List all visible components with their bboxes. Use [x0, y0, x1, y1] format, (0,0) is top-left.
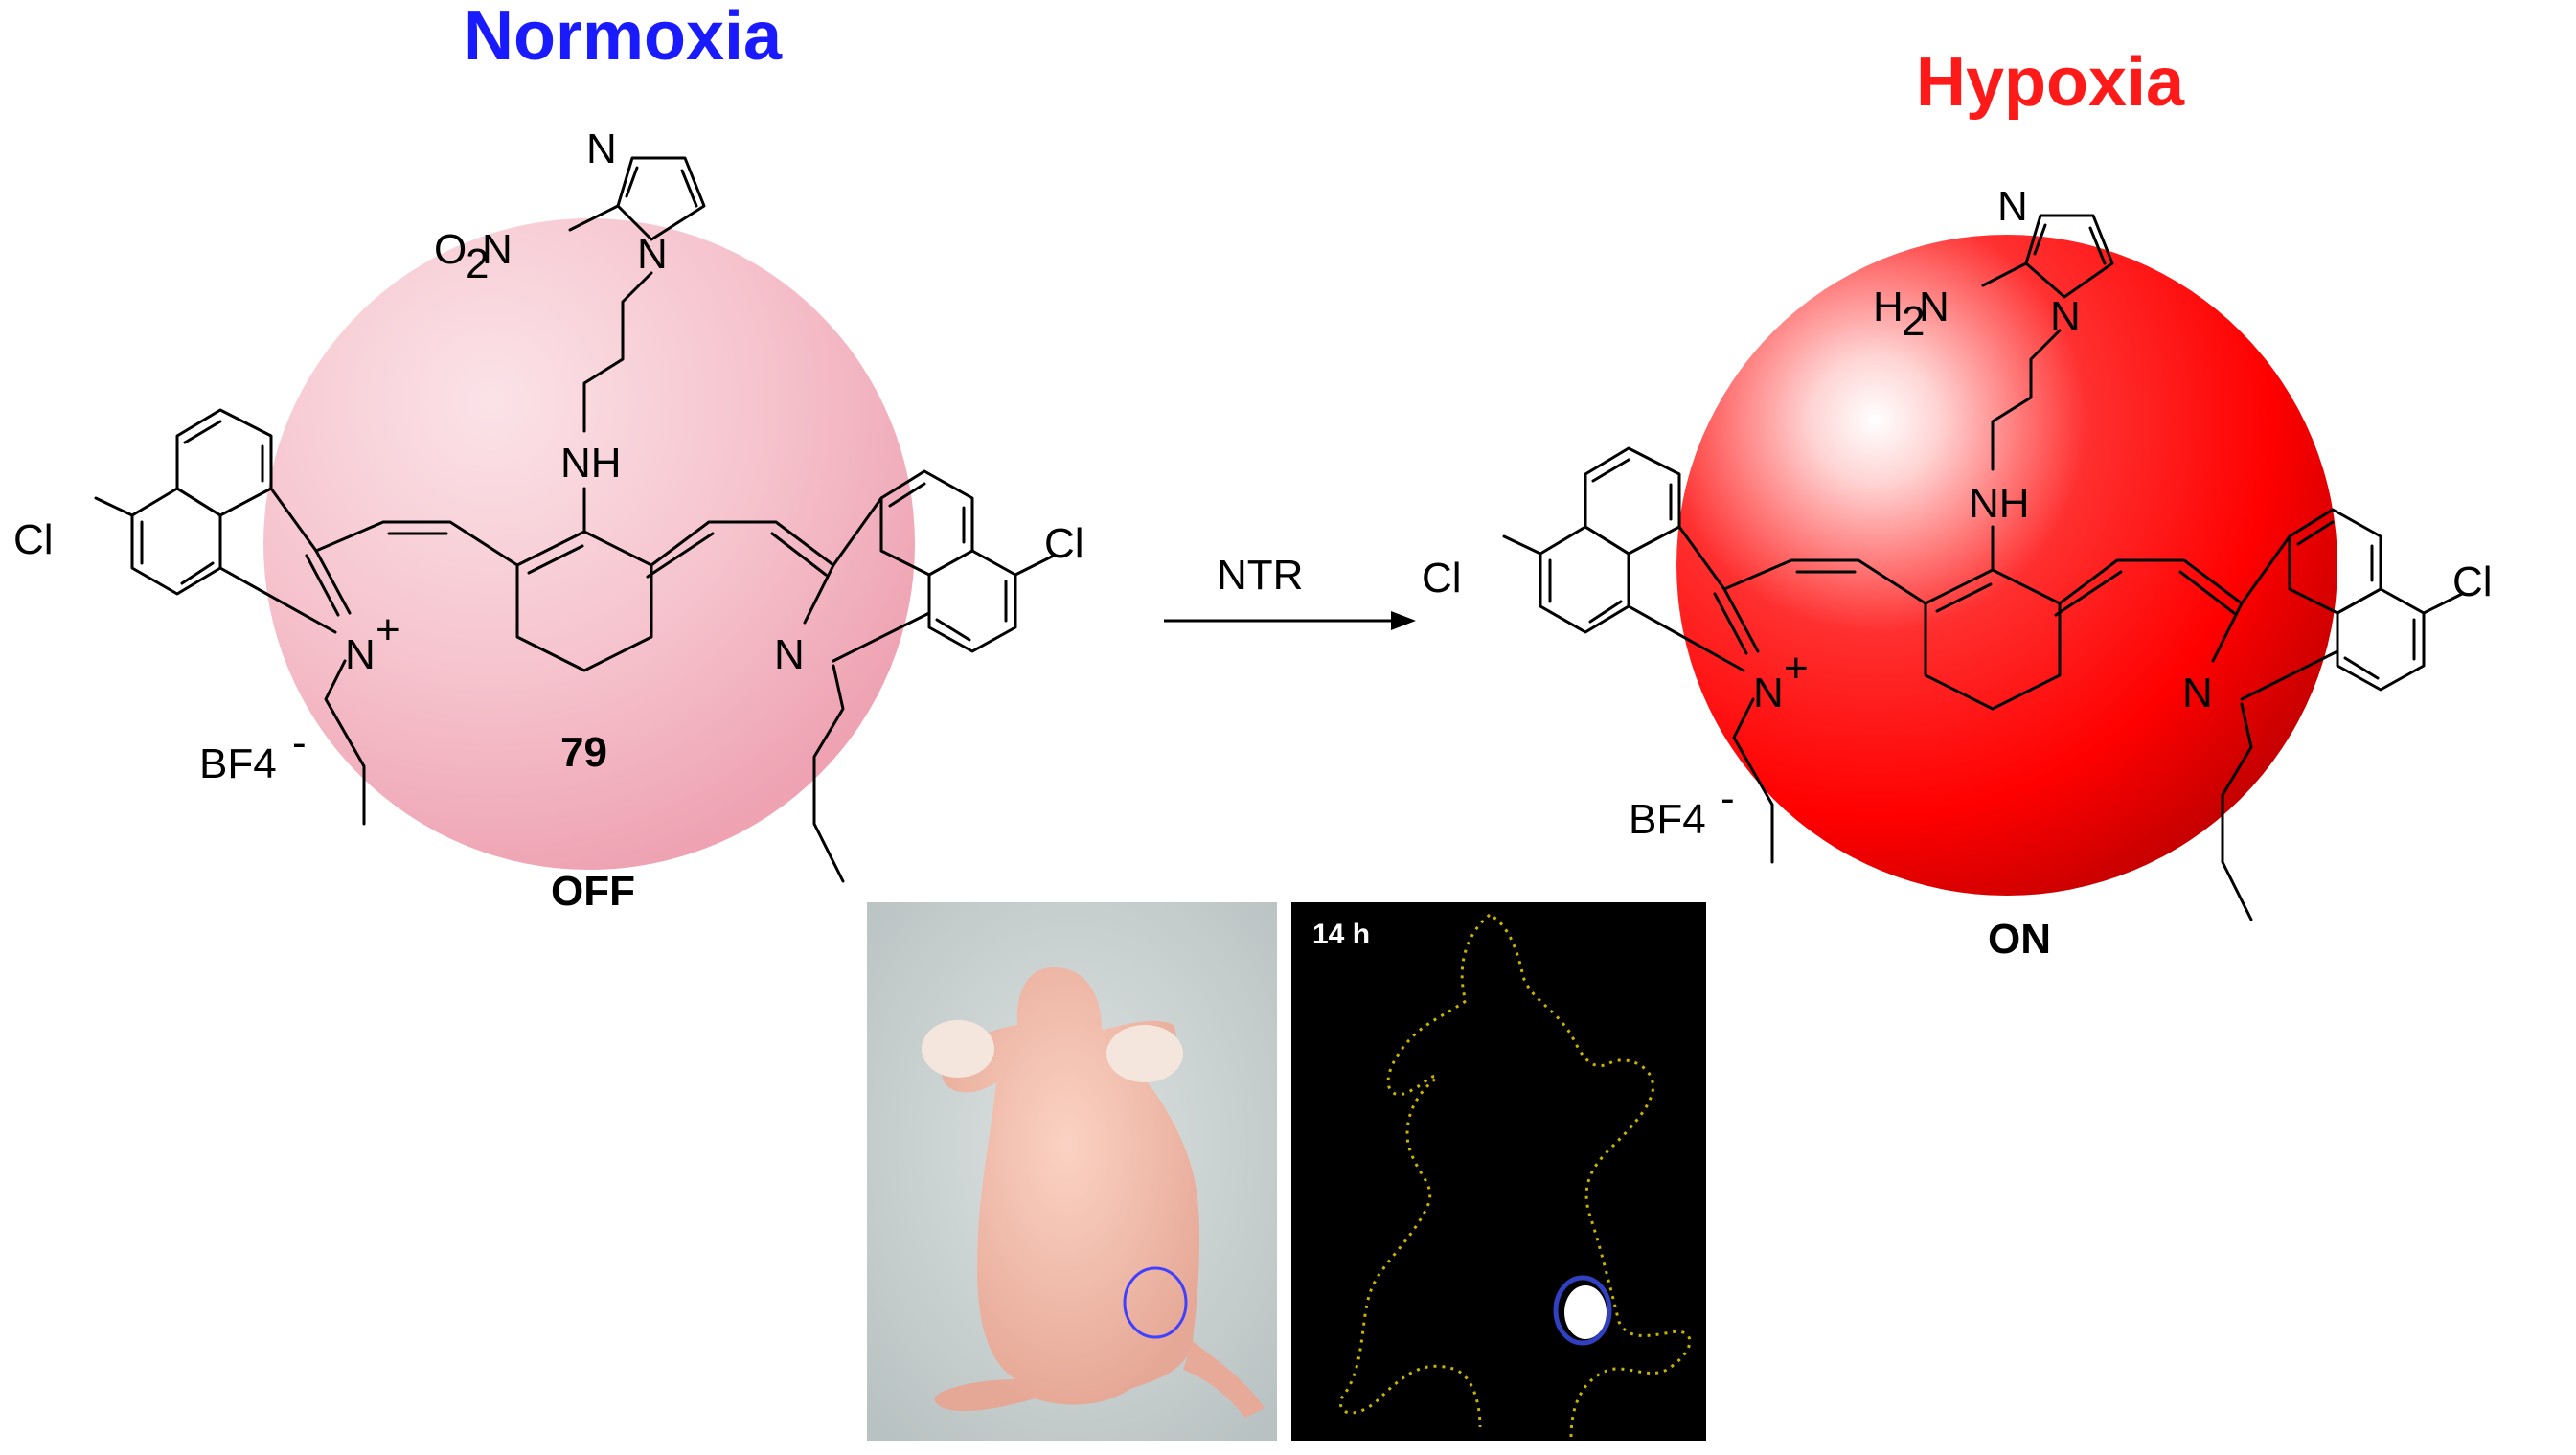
right-nh-label: NH	[1969, 480, 2030, 527]
right-h2n-sub-label: 2	[1902, 298, 1925, 345]
left-n-plus-label: N	[345, 631, 376, 678]
right-cl-label-2: Cl	[2452, 558, 2493, 605]
off-label: OFF	[551, 868, 635, 915]
fluorescence-ring	[1553, 1275, 1612, 1346]
right-imidazole-n-ring: N	[2050, 293, 2081, 340]
right-counterion-charge: -	[1721, 775, 1735, 822]
left-nh-label: NH	[560, 440, 622, 487]
right-counterion: BF4	[1629, 796, 1706, 843]
off-sphere	[263, 218, 915, 870]
ntr-label: NTR	[1217, 552, 1303, 599]
time-label: 14 h	[1312, 919, 1370, 950]
left-o2n-n-label: N	[482, 226, 513, 273]
right-structure: Cl Cl N + N NH H 2 N N N BF4 - ON	[1422, 183, 2493, 963]
right-n-label: N	[2182, 670, 2213, 716]
right-charge-plus: +	[1784, 645, 1809, 692]
on-sphere	[1676, 235, 2337, 896]
mouse-ear-left	[922, 1020, 994, 1078]
on-label: ON	[1988, 916, 2051, 963]
left-counterion-charge: -	[292, 719, 307, 766]
left-structure: Cl Cl N + N NH O 2 N N N BF4 - 79 OFF	[13, 125, 1084, 915]
tumor-outline-photo	[1123, 1266, 1188, 1339]
right-h2n-h-label: H	[1873, 284, 1904, 330]
reaction-arrow: NTR	[1164, 552, 1416, 630]
left-imidazole-n-top: N	[586, 125, 617, 172]
right-imidazole-n-top: N	[1997, 183, 2028, 230]
hypoxia-heading: Hypoxia	[1916, 44, 2185, 121]
photo-fluorescence: 14 h	[1291, 902, 1706, 1441]
fluorescence-signal	[1564, 1285, 1607, 1339]
left-cl-label-2: Cl	[1044, 520, 1084, 567]
compound-number: 79	[560, 729, 607, 776]
left-n-label: N	[774, 631, 805, 678]
photo-bright-field	[867, 902, 1277, 1441]
left-cl-label-1: Cl	[13, 516, 54, 563]
left-o2n-o-label: O	[434, 226, 467, 273]
right-n-plus-label: N	[1753, 670, 1784, 716]
mouse-ear-right	[1106, 1025, 1183, 1082]
right-cl-label-1: Cl	[1422, 555, 1462, 602]
right-h2n-n-label: N	[1919, 284, 1949, 330]
left-o2n-sub-label: 2	[466, 240, 489, 287]
left-charge-plus: +	[376, 606, 400, 653]
left-counterion: BF4	[199, 740, 277, 787]
left-imidazole-n-ring: N	[637, 231, 668, 278]
normoxia-heading: Normoxia	[464, 0, 783, 75]
